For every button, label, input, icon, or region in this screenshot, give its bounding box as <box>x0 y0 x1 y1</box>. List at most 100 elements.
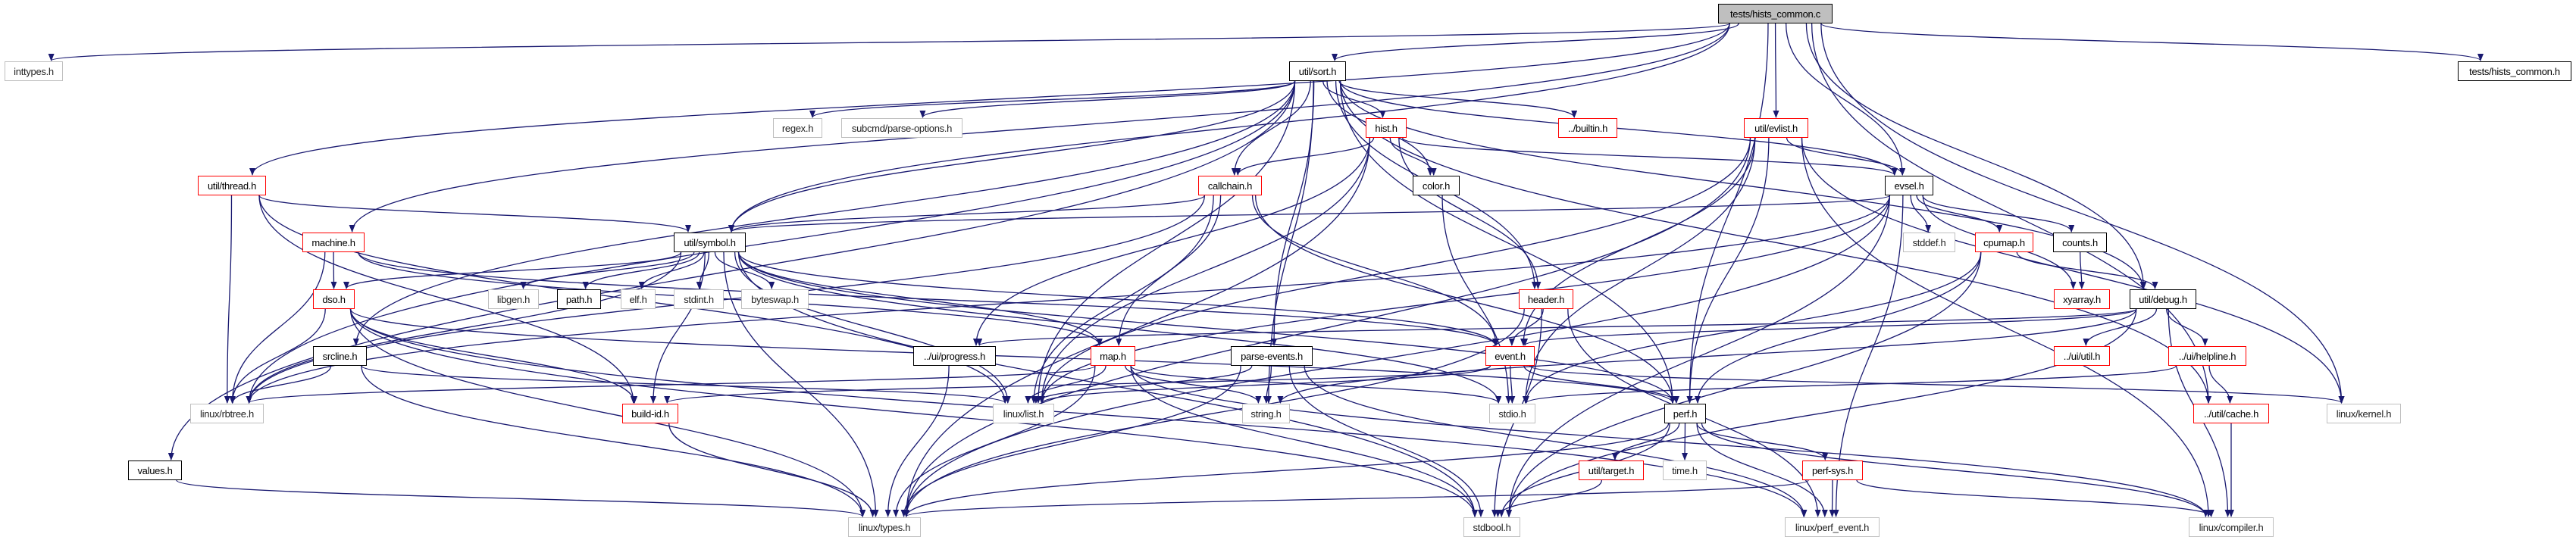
node-event-h[interactable]: event.h <box>1485 346 1535 366</box>
node-util-thread-h[interactable]: util/thread.h <box>198 176 266 195</box>
node-ui-util-h[interactable]: ../ui/util.h <box>2054 346 2110 366</box>
node-xyarray-h[interactable]: xyarray.h <box>2054 289 2110 309</box>
node-builtin-h[interactable]: ../builtin.h <box>1558 118 1617 138</box>
node-map-h[interactable]: map.h <box>1091 346 1135 366</box>
node-byteswap-h[interactable]: byteswap.h <box>741 289 809 309</box>
edge-util-debug-h-to-string-h <box>1277 308 2137 404</box>
node-ui-helpline-h[interactable]: ../ui/helpline.h <box>2168 346 2246 366</box>
node-stdbool-h[interactable]: stdbool.h <box>1463 517 1520 537</box>
edge-callchain-h-to-event-h <box>1251 195 1500 346</box>
edge-hist-h-to-ui-progress-h <box>973 137 1371 346</box>
node-parse-events-h[interactable]: parse-events.h <box>1231 346 1313 366</box>
edge-parse-events-h-to-linux-types-h <box>900 365 1241 517</box>
edge-counts-h-to-xyarray-h <box>2078 251 2085 289</box>
edge-util-evlist-h-to-linux-kernel-h <box>1801 137 2345 404</box>
node-inttypes-h[interactable]: inttypes.h <box>5 61 63 81</box>
node-linux-compiler-h[interactable]: linux/compiler.h <box>2189 517 2274 537</box>
node-path-h[interactable]: path.h <box>557 289 601 309</box>
edge-tests-hists-common-c-to-machine-h <box>349 23 1730 233</box>
node-util-cache-h[interactable]: ../util/cache.h <box>2193 404 2269 423</box>
edge-util-sort-h-to-subcmd-parse-options-h <box>919 80 1296 118</box>
edge-util-sort-h-to-evsel-h <box>1339 80 1898 176</box>
edge-map-h-to-string-h <box>1125 365 1262 404</box>
edge-parse-events-h-to-stdbool-h <box>1288 365 1484 517</box>
node-hist-h[interactable]: hist.h <box>1366 118 1407 138</box>
edge-srcline-h-to-linux-types-h <box>361 365 866 517</box>
edge-tests-hists-common-c-to-inttypes-h <box>49 23 1730 61</box>
node-util-evlist-h[interactable]: util/evlist.h <box>1744 118 1808 138</box>
edge-cpumap-h-to-stdbool-h <box>1506 251 1982 517</box>
edge-util-target-h-to-stdbool-h <box>1495 479 1603 517</box>
edge-parse-events-h-to-linux-list-h <box>1032 365 1253 404</box>
edge-event-h-to-stdio-h <box>1509 365 1516 404</box>
edge-dso-h-to-linux-types-h <box>349 308 866 517</box>
node-linux-types-h[interactable]: linux/types.h <box>848 517 921 537</box>
node-time-h[interactable]: time.h <box>1663 461 1707 480</box>
node-cpumap-h[interactable]: cpumap.h <box>1975 233 2033 252</box>
node-header-h[interactable]: header.h <box>1519 289 1573 309</box>
edge-callchain-h-to-linux-rbtree-h <box>246 195 1206 404</box>
node-subcmd-parse-options-h[interactable]: subcmd/parse-options.h <box>841 118 962 138</box>
edge-event-h-to-perf-h <box>1523 365 1679 404</box>
edge-srcline-h-to-linux-rbtree-h <box>229 365 332 404</box>
node-dso-h[interactable]: dso.h <box>313 289 355 309</box>
edge-util-sort-h-to-linux-list-h <box>1034 80 1296 404</box>
node-evsel-h[interactable]: evsel.h <box>1885 176 1933 195</box>
node-util-sort-h[interactable]: util/sort.h <box>1289 61 1346 81</box>
node-util-symbol-h[interactable]: util/symbol.h <box>674 233 746 252</box>
edge-util-sort-h-to-util-debug-h <box>1339 80 2146 289</box>
node-color-h[interactable]: color.h <box>1413 176 1460 195</box>
edge-perf-h-to-linux-types-h <box>903 423 1670 517</box>
node-linux-rbtree-h[interactable]: linux/rbtree.h <box>190 404 264 423</box>
edge-util-sort-h-to-perf-h <box>1339 80 1676 404</box>
node-libgen-h[interactable]: libgen.h <box>488 289 539 309</box>
edge-util-symbol-h-to-linux-types-h <box>723 251 879 517</box>
edge-util-symbol-h-to-dso-h <box>343 251 682 289</box>
edge-evsel-h-to-linux-list-h <box>1038 195 1891 404</box>
edge-perf-h-to-linux-compiler-h <box>1701 423 2209 517</box>
edge-util-thread-h-to-util-symbol-h <box>258 195 691 233</box>
node-util-target-h[interactable]: util/target.h <box>1579 461 1644 480</box>
edge-map-h-to-linux-types-h <box>893 365 1096 517</box>
edge-cpumap-h-to-util-debug-h <box>2016 251 2158 289</box>
node-perf-h[interactable]: perf.h <box>1664 404 1706 423</box>
edge-perf-sys-h-to-linux-compiler-h <box>1856 479 2214 517</box>
edge-build-id-h-to-linux-types-h <box>668 423 876 517</box>
edge-evsel-h-to-stdbool-h <box>1506 195 1891 517</box>
node-linux-perf-event-h[interactable]: linux/perf_event.h <box>1785 517 1880 537</box>
node-linux-list-h[interactable]: linux/list.h <box>993 404 1054 423</box>
node-perf-sys-h[interactable]: perf-sys.h <box>1802 461 1863 480</box>
node-string-h[interactable]: string.h <box>1242 404 1290 423</box>
node-elf-h[interactable]: elf.h <box>621 289 656 309</box>
edge-map-h-to-linux-compiler-h <box>1130 365 2209 517</box>
node-build-id-h[interactable]: build-id.h <box>622 404 678 423</box>
edge-util-symbol-h-to-linux-rbtree-h <box>246 251 682 404</box>
edge-util-symbol-h-to-map-h <box>737 251 1103 346</box>
edge-map-h-to-linux-rbtree-h <box>246 365 1096 404</box>
edge-event-h-to-build-id-h <box>664 365 1491 404</box>
edge-dso-h-to-stdbool-h <box>349 308 1478 517</box>
edge-tests-hists-common-c-to-linux-kernel-h <box>1820 23 2345 404</box>
node-machine-h[interactable]: machine.h <box>302 233 365 252</box>
node-stdint-h[interactable]: stdint.h <box>674 289 724 309</box>
node-values-h[interactable]: values.h <box>128 461 182 480</box>
node-srcline-h[interactable]: srcline.h <box>313 346 367 366</box>
edge-util-evlist-h-to-linux-types-h <box>903 137 1751 517</box>
edge-tests-hists-common-c-to-util-thread-h <box>249 23 1730 176</box>
edge-ui-helpline-h-to-stdio-h <box>1523 365 2177 404</box>
node-ui-progress-h[interactable]: ../ui/progress.h <box>913 346 996 366</box>
node-tests-hists-common-h[interactable]: tests/hists_common.h <box>2458 61 2571 81</box>
node-util-debug-h[interactable]: util/debug.h <box>2130 289 2196 309</box>
node-stddef-h[interactable]: stddef.h <box>1903 233 1955 252</box>
node-callchain-h[interactable]: callchain.h <box>1198 176 1262 195</box>
node-linux-kernel-h[interactable]: linux/kernel.h <box>2327 404 2401 423</box>
node-counts-h[interactable]: counts.h <box>2053 233 2107 252</box>
edge-dso-h-to-perf-h <box>349 308 1676 404</box>
edge-hist-h-to-color-h <box>1389 137 1437 176</box>
edge-util-symbol-h-to-libgen-h <box>520 251 695 289</box>
edge-util-symbol-h-to-perf-h <box>737 251 1676 404</box>
node-stdio-h[interactable]: stdio.h <box>1489 404 1535 423</box>
node-regex-h[interactable]: regex.h <box>773 118 822 138</box>
edge-util-sort-h-to-util-cache-h <box>1339 80 2211 404</box>
edge-evsel-h-to-cpumap-h <box>1916 195 2003 233</box>
